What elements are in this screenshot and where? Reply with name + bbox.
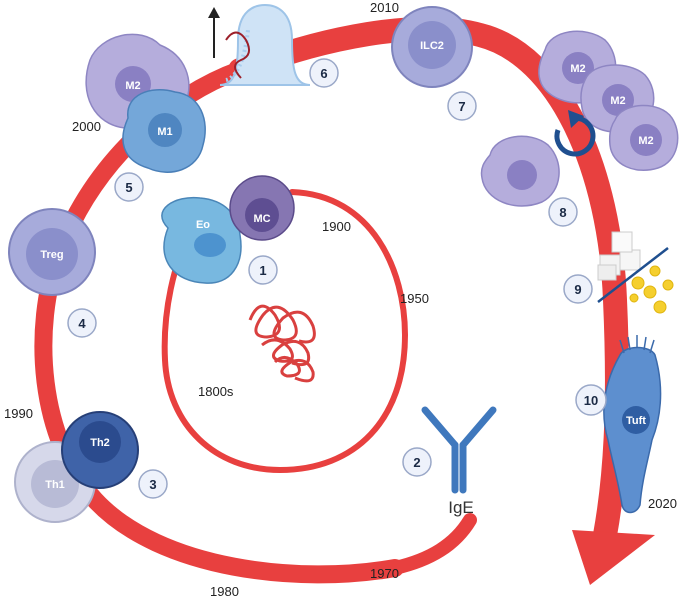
- marker-5: 5: [125, 180, 132, 195]
- tuft-cell: Tuft: [603, 335, 662, 514]
- m2-macrophage-cluster: M2 M2 M2: [538, 30, 679, 171]
- marker-2: 2: [413, 455, 420, 470]
- m2-a-label: M2: [570, 63, 585, 75]
- ilc2-label: ILC2: [420, 40, 444, 52]
- ige-antibody-icon: [421, 406, 497, 494]
- gut-villus-icon: [219, 3, 311, 86]
- marker-9: 9: [574, 282, 581, 297]
- eosinophil-label: Eo: [196, 219, 210, 231]
- number-markers: [67, 58, 607, 499]
- year-1950: 1950: [400, 291, 429, 306]
- year-2000: 2000: [72, 119, 101, 134]
- marker-4: 4: [78, 316, 86, 331]
- year-2020: 2020: [648, 496, 677, 511]
- th1-label: Th1: [45, 479, 65, 491]
- spiral-inner: [161, 189, 409, 474]
- marker-6: 6: [320, 66, 327, 81]
- eosinophil-cell: Eo: [161, 196, 242, 284]
- timeline-arrowhead: [572, 530, 655, 585]
- m2-left-label: M2: [125, 80, 140, 92]
- year-1990: 1990: [4, 406, 33, 421]
- treg-label: Treg: [40, 249, 63, 261]
- year-1900: 1900: [322, 219, 351, 234]
- m2-macrophage-c: M2: [608, 104, 679, 171]
- marker-7: 7: [458, 99, 465, 114]
- lipid-droplets-icon: [629, 265, 674, 314]
- macrophage-cell: [480, 135, 560, 207]
- ige-label: IgE: [448, 498, 474, 517]
- m1-macrophage: M1: [122, 89, 206, 173]
- ilc2-cell: ILC2: [391, 6, 473, 88]
- m2-b-label: M2: [610, 95, 625, 107]
- marker-3: 3: [149, 477, 156, 492]
- sugar-cubes-icon: [597, 231, 641, 281]
- spiral-bridge: [388, 513, 477, 575]
- m1-label: M1: [157, 126, 172, 138]
- year-labels: 1800s 1900 1950 1970 1980 1990 2000 2010…: [4, 0, 677, 599]
- year-1800s: 1800s: [198, 384, 234, 399]
- th2-cell: Th2: [61, 411, 139, 489]
- marker-10: 10: [584, 393, 598, 408]
- number-labels: 1 2 3 4 5 6 7 8 9 10: [78, 66, 598, 492]
- year-2010: 2010: [370, 0, 399, 15]
- marker-8: 8: [559, 205, 566, 220]
- mast-cell-label: MC: [253, 213, 270, 225]
- crossed-out-line: [597, 247, 669, 303]
- m2-c-label: M2: [638, 135, 653, 147]
- treg-cell: Treg: [8, 208, 96, 296]
- th2-label: Th2: [90, 437, 110, 449]
- mast-cell: MC: [229, 175, 295, 241]
- year-1980: 1980: [210, 584, 239, 599]
- marker-1: 1: [259, 263, 266, 278]
- tuft-label: Tuft: [626, 415, 646, 427]
- upward-arrow-icon: [208, 7, 220, 58]
- year-1970: 1970: [370, 566, 399, 581]
- proliferation-cycle-icon: [554, 110, 596, 157]
- parasite-icon: [248, 304, 316, 383]
